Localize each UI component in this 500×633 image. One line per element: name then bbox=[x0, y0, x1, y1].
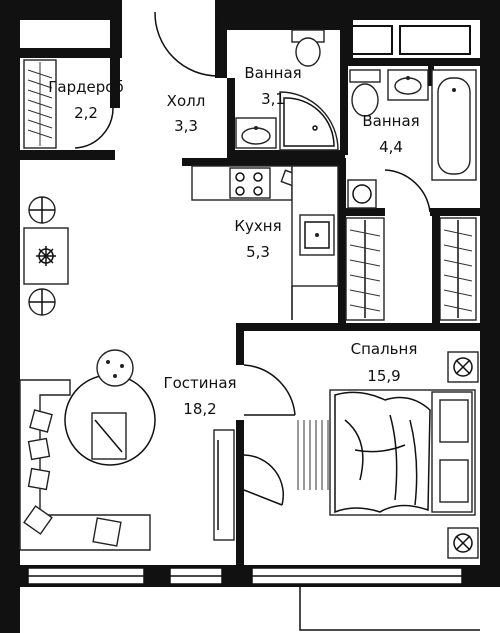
stove-icon bbox=[229, 167, 271, 199]
rug-icon bbox=[297, 420, 329, 490]
toilet-icon bbox=[291, 29, 325, 67]
balcony-outline bbox=[299, 587, 500, 631]
bathroom-large bbox=[345, 18, 480, 216]
ball-icon bbox=[96, 349, 134, 387]
room-label-hall: Холл 3,3 bbox=[167, 92, 206, 135]
entrance-door[interactable] bbox=[154, 11, 219, 77]
room-label-bedroom: Спальня 15,9 bbox=[351, 340, 418, 385]
table-icon bbox=[23, 227, 69, 285]
kitchen bbox=[182, 158, 346, 323]
sink-icon bbox=[235, 117, 277, 149]
lamp-icon bbox=[447, 527, 479, 559]
shower-icon bbox=[279, 91, 339, 151]
wall-segment bbox=[20, 48, 122, 58]
door-icon[interactable] bbox=[243, 454, 285, 506]
dining-set bbox=[23, 196, 69, 316]
room-area: 2,2 bbox=[74, 104, 98, 122]
plant-icon bbox=[36, 246, 56, 266]
sink-icon bbox=[299, 214, 335, 256]
room-label-living: Гостиная 18,2 bbox=[163, 374, 236, 418]
window-icon bbox=[27, 567, 463, 585]
wall-segment bbox=[110, 0, 122, 48]
chair-icon bbox=[28, 196, 56, 224]
table-icon bbox=[91, 412, 127, 460]
room-label-bathroom-large: Ванная 4,4 bbox=[362, 112, 419, 156]
room-name: Холл bbox=[167, 92, 206, 110]
tv-icon bbox=[213, 429, 235, 541]
room-area: 5,3 bbox=[246, 243, 270, 261]
wardrobe-room bbox=[20, 58, 120, 160]
chair-icon bbox=[28, 288, 56, 316]
bed-icon bbox=[329, 389, 476, 516]
room-name: Гостиная bbox=[163, 374, 236, 392]
room-label-bathroom-small: Ванная 3,1 bbox=[244, 64, 301, 108]
room-name: Ванная bbox=[362, 112, 419, 130]
entrance-gap bbox=[122, 0, 222, 20]
room-name: Гардероб bbox=[48, 78, 123, 96]
bedroom-walls bbox=[236, 323, 480, 565]
room-name: Ванная bbox=[244, 64, 301, 82]
room-area: 3,1 bbox=[261, 90, 285, 108]
room-area: 15,9 bbox=[367, 367, 400, 385]
wardrobe-icon bbox=[345, 216, 477, 326]
sofa-icon bbox=[19, 379, 151, 551]
bathroom-small bbox=[227, 18, 348, 158]
bathtub-icon bbox=[431, 69, 477, 181]
room-area: 18,2 bbox=[183, 400, 216, 418]
room-area: 4,4 bbox=[379, 138, 403, 156]
room-label-wardrobe: Гардероб 2,2 bbox=[48, 78, 123, 122]
sink-icon bbox=[387, 69, 429, 101]
wall-segment bbox=[215, 0, 227, 78]
toilet-icon bbox=[349, 69, 381, 117]
room-area: 3,3 bbox=[174, 117, 198, 135]
lamp-icon bbox=[447, 351, 479, 383]
room-name: Кухня bbox=[234, 217, 281, 235]
washing-machine-icon bbox=[347, 179, 377, 209]
room-name: Спальня bbox=[351, 340, 418, 358]
room-label-kitchen: Кухня 5,3 bbox=[234, 217, 281, 261]
